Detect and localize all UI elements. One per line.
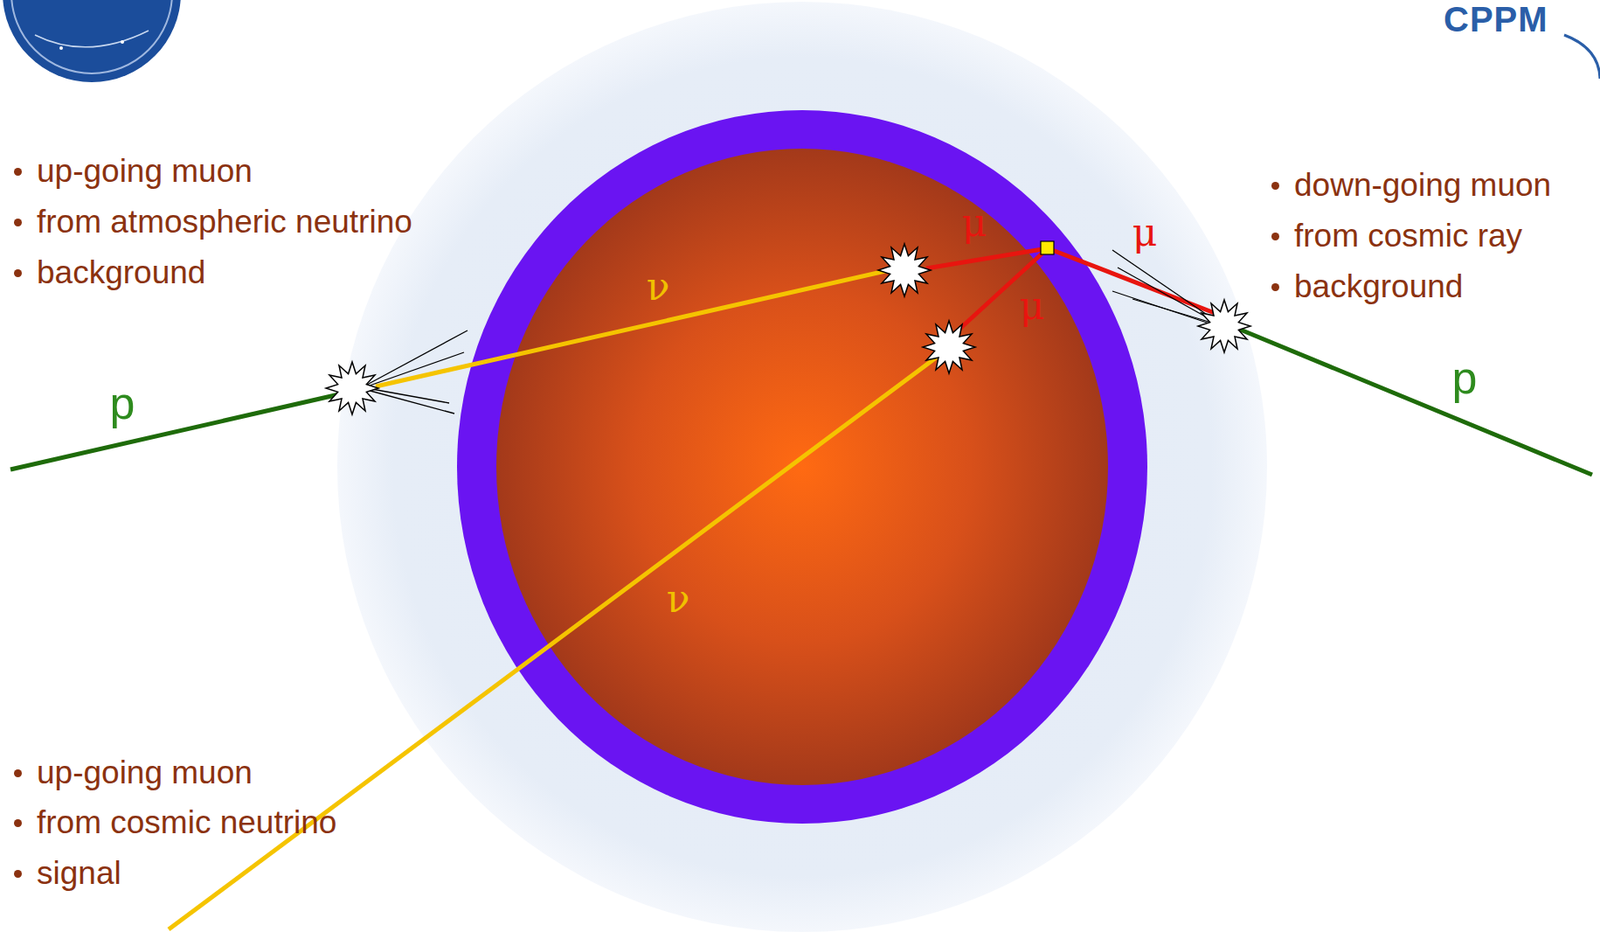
- proton-track: [10, 394, 340, 470]
- bullet-dot: [1271, 232, 1280, 241]
- logo: [2, 0, 181, 83]
- muon-symbol: μ: [1019, 286, 1046, 326]
- bullet-dot: [13, 218, 22, 227]
- shower-lines: [367, 249, 1215, 414]
- interaction-star: [325, 361, 379, 415]
- proton-symbol: p: [110, 380, 136, 426]
- proton-symbol: p: [1452, 354, 1478, 401]
- bullet-dot: [13, 167, 22, 176]
- bullet-text: up-going muon: [36, 153, 253, 190]
- bullet-dot: [13, 269, 22, 278]
- bullet-text: background: [36, 255, 206, 291]
- proton-track: [1238, 328, 1593, 475]
- earth-crust: [457, 110, 1148, 824]
- neutrino-track: [168, 350, 946, 929]
- muon-track: [955, 248, 1048, 333]
- bullet-text: from cosmic ray: [1294, 218, 1523, 255]
- bullet-dot: [13, 869, 22, 878]
- muon-symbol: μ: [962, 203, 988, 243]
- bullet-text: down-going muon: [1294, 167, 1552, 204]
- bullet-text: up-going muon: [36, 754, 253, 791]
- bullet-text: background: [1294, 269, 1463, 305]
- bullet-dot: [13, 818, 22, 827]
- atmosphere: [337, 1, 1268, 932]
- muon-symbol: μ: [1132, 213, 1158, 252]
- interaction-star: [878, 243, 931, 297]
- detector: [1040, 241, 1054, 255]
- logo-arc: [1564, 34, 1600, 79]
- neutrino-symbol: ν: [666, 579, 691, 618]
- neutrino-symbol: ν: [646, 267, 671, 306]
- interaction-star: [922, 320, 976, 374]
- neutrino-track: [375, 270, 890, 387]
- earth-core: [496, 148, 1109, 785]
- bullet-text: from cosmic neutrino: [36, 804, 337, 841]
- bullet-dot: [13, 768, 22, 777]
- bullet-text: from atmospheric neutrino: [36, 204, 413, 241]
- logo-text: CPPM: [1443, 1, 1549, 37]
- bullet-text: signal: [36, 855, 122, 892]
- bullet-dot: [1271, 181, 1280, 190]
- bullet-dot: [1271, 283, 1280, 291]
- interaction-star: [1198, 299, 1251, 353]
